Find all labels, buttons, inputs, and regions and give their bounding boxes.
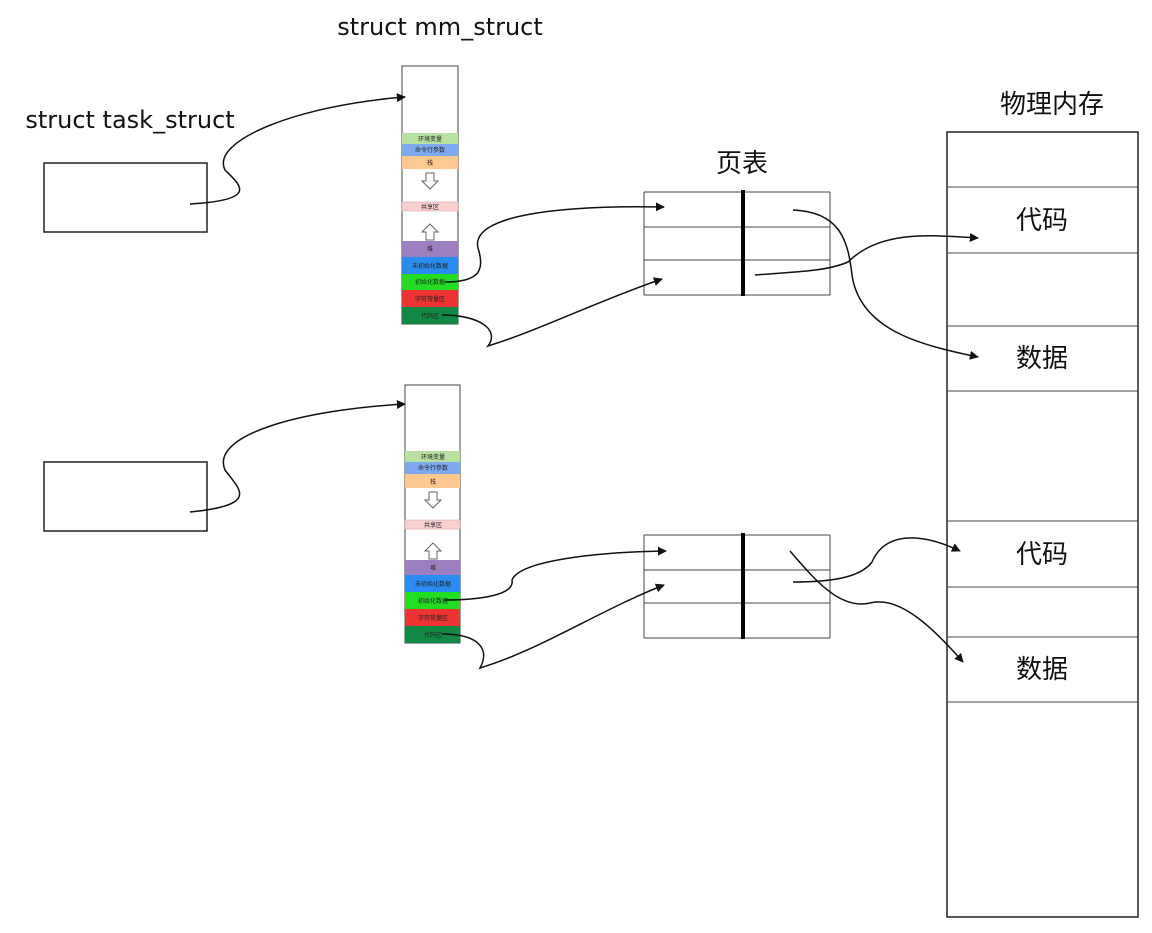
mm-struct-label: struct mm_struct — [337, 13, 543, 41]
segment-code — [405, 626, 460, 643]
stack-grow-down-arrow-icon — [420, 172, 440, 190]
page-table-1 — [643, 190, 831, 296]
segment-env — [402, 133, 458, 144]
segment-heap — [405, 560, 460, 575]
segment-bss — [402, 257, 458, 274]
segment-rodata — [405, 609, 460, 626]
segment-data — [402, 274, 458, 290]
segment-bss-label: 未初始化数据 — [412, 262, 448, 270]
pagetable-to-data-arrow-1 — [792, 209, 979, 360]
segment-args-label: 命令行参数 — [415, 146, 445, 154]
physical-block-code-2: 代码 — [1016, 540, 1068, 570]
segment-args-label: 命令行参数 — [418, 464, 448, 472]
segment-stack-label: 栈 — [430, 478, 436, 486]
code-to-pagetable-arrow-2 — [441, 583, 665, 670]
physical-memory: 代码 数据 代码 数据 — [946, 131, 1139, 918]
segment-shared — [404, 519, 461, 530]
segment-rodata-label: 字符常量区 — [418, 614, 448, 622]
segment-code — [402, 307, 458, 324]
task-to-mm-arrow-2 — [189, 399, 406, 513]
segment-code-label: 代码区 — [421, 312, 439, 320]
segment-env-label: 环境变量 — [421, 453, 445, 461]
segment-rodata-label: 字符常量区 — [415, 295, 445, 303]
heap-grow-up-arrow-icon — [420, 223, 440, 241]
stack-grow-down-arrow-icon — [423, 491, 443, 509]
code-to-pagetable-arrow-1 — [441, 277, 663, 348]
data-to-pagetable-arrow-2 — [444, 546, 667, 601]
address-space-2: 环境变量 命令行参数 栈 共享区 堆 未初始化数据 初始化数据 字符常量区 代码… — [404, 384, 461, 644]
segment-stack — [405, 474, 460, 488]
segment-bss-label: 未初始化数据 — [415, 580, 451, 588]
heap-grow-up-arrow-icon — [423, 542, 443, 560]
segment-rodata — [402, 290, 458, 307]
segment-shared — [401, 201, 459, 212]
page-table-label: 页表 — [716, 149, 768, 179]
physical-block-data-1: 数据 — [1016, 344, 1068, 374]
physical-block-code-1: 代码 — [1016, 206, 1068, 236]
segment-data — [405, 592, 460, 609]
segment-stack-label: 栈 — [427, 159, 433, 167]
segment-env — [405, 451, 460, 462]
segment-data-label: 初始化数据 — [418, 597, 448, 605]
task-struct-box-2 — [43, 461, 208, 532]
segment-shared-label: 共享区 — [424, 521, 442, 529]
segment-args — [405, 462, 460, 474]
segment-env-label: 环境变量 — [418, 135, 442, 143]
physical-block-data-2: 数据 — [1016, 655, 1068, 685]
data-to-pagetable-arrow-1 — [444, 202, 665, 283]
pagetable-to-code-arrow-1 — [754, 233, 979, 276]
segment-code-label: 代码区 — [424, 631, 442, 639]
task-struct-label: struct task_struct — [25, 106, 234, 134]
segment-shared-label: 共享区 — [421, 203, 439, 211]
task-to-mm-arrow-1 — [189, 93, 406, 205]
task-struct-box-1 — [43, 162, 208, 233]
mapping-arrows — [189, 93, 979, 670]
segment-data-label: 初始化数据 — [415, 278, 445, 286]
physical-memory-frame — [946, 131, 1139, 918]
pagetable-to-code-arrow-2 — [792, 537, 961, 583]
segment-stack — [402, 156, 458, 169]
segment-heap-label: 堆 — [430, 564, 436, 572]
segment-heap-label: 堆 — [427, 245, 433, 253]
segment-bss — [405, 575, 460, 592]
pagetable-to-data-arrow-2 — [789, 550, 964, 663]
page-table-2 — [643, 533, 831, 639]
segment-heap — [402, 241, 458, 257]
physical-memory-label: 物理内存 — [1000, 90, 1104, 120]
segment-args — [402, 144, 458, 156]
address-space-1: 环境变量 命令行参数 栈 共享区 堆 未初始化数据 初始化数据 字符常量区 代码… — [401, 65, 459, 325]
